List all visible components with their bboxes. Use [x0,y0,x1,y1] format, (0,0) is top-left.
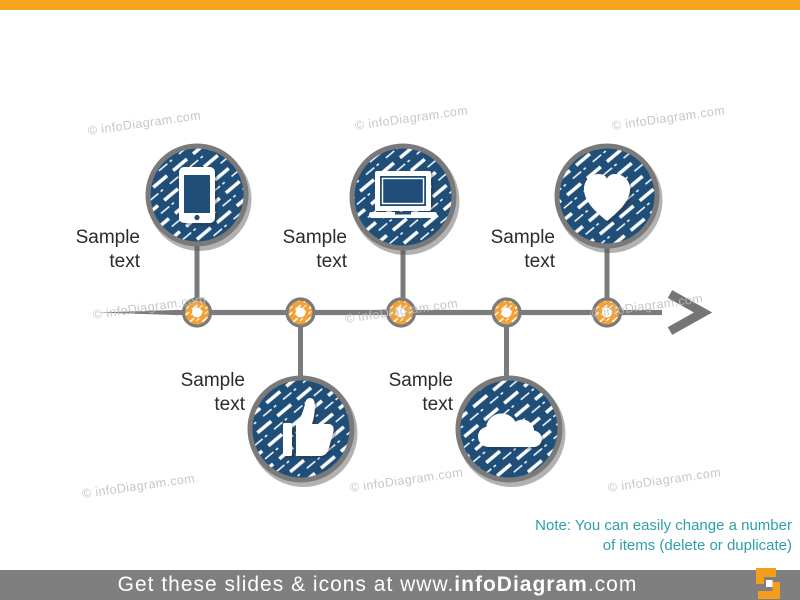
cloud-icon [478,413,545,450]
milestone-smartphone [145,143,252,251]
footer-text-prefix: Get these slides & icons at www. [117,573,455,596]
milestone-label: Sample text [180,370,245,415]
footer-bar: Get these slides & icons at www.infoDiag… [0,570,800,600]
timeline-node [385,297,417,328]
milestone-label: Sample text [75,227,140,272]
timeline-axis [97,290,713,335]
infodiagram-logo-icon[interactable] [756,568,782,599]
milestone-laptop [349,143,460,255]
heart-icon [584,174,633,224]
timeline-node [491,297,522,328]
arrow-head-icon [667,290,713,335]
timeline-node [285,297,316,328]
milestone-label: Sample text [388,370,453,415]
top-accent-bar [0,0,800,10]
editing-note: Note: You can easily change a number of … [535,516,792,556]
footer-text-suffix: .com [587,573,638,596]
laptop-icon [369,171,437,218]
note-line: of items (delete or duplicate) [602,537,792,554]
footer-link[interactable]: Get these slides & icons at www.infoDiag… [118,573,638,597]
milestone-thumbs-up [247,375,358,487]
milestone-cloud [455,375,566,487]
milestone-label: Sample text [490,227,555,272]
note-line: Note: You can easily change a number [535,517,792,534]
timeline-node [181,297,213,328]
milestone-heart [554,143,663,253]
smartphone-icon [179,167,218,226]
timeline-node [591,297,623,328]
milestone-label: Sample text [282,227,347,272]
footer-brand: infoDiagram [454,573,588,596]
thumbs-up-icon [283,397,337,459]
timeline-nodes [181,297,623,328]
